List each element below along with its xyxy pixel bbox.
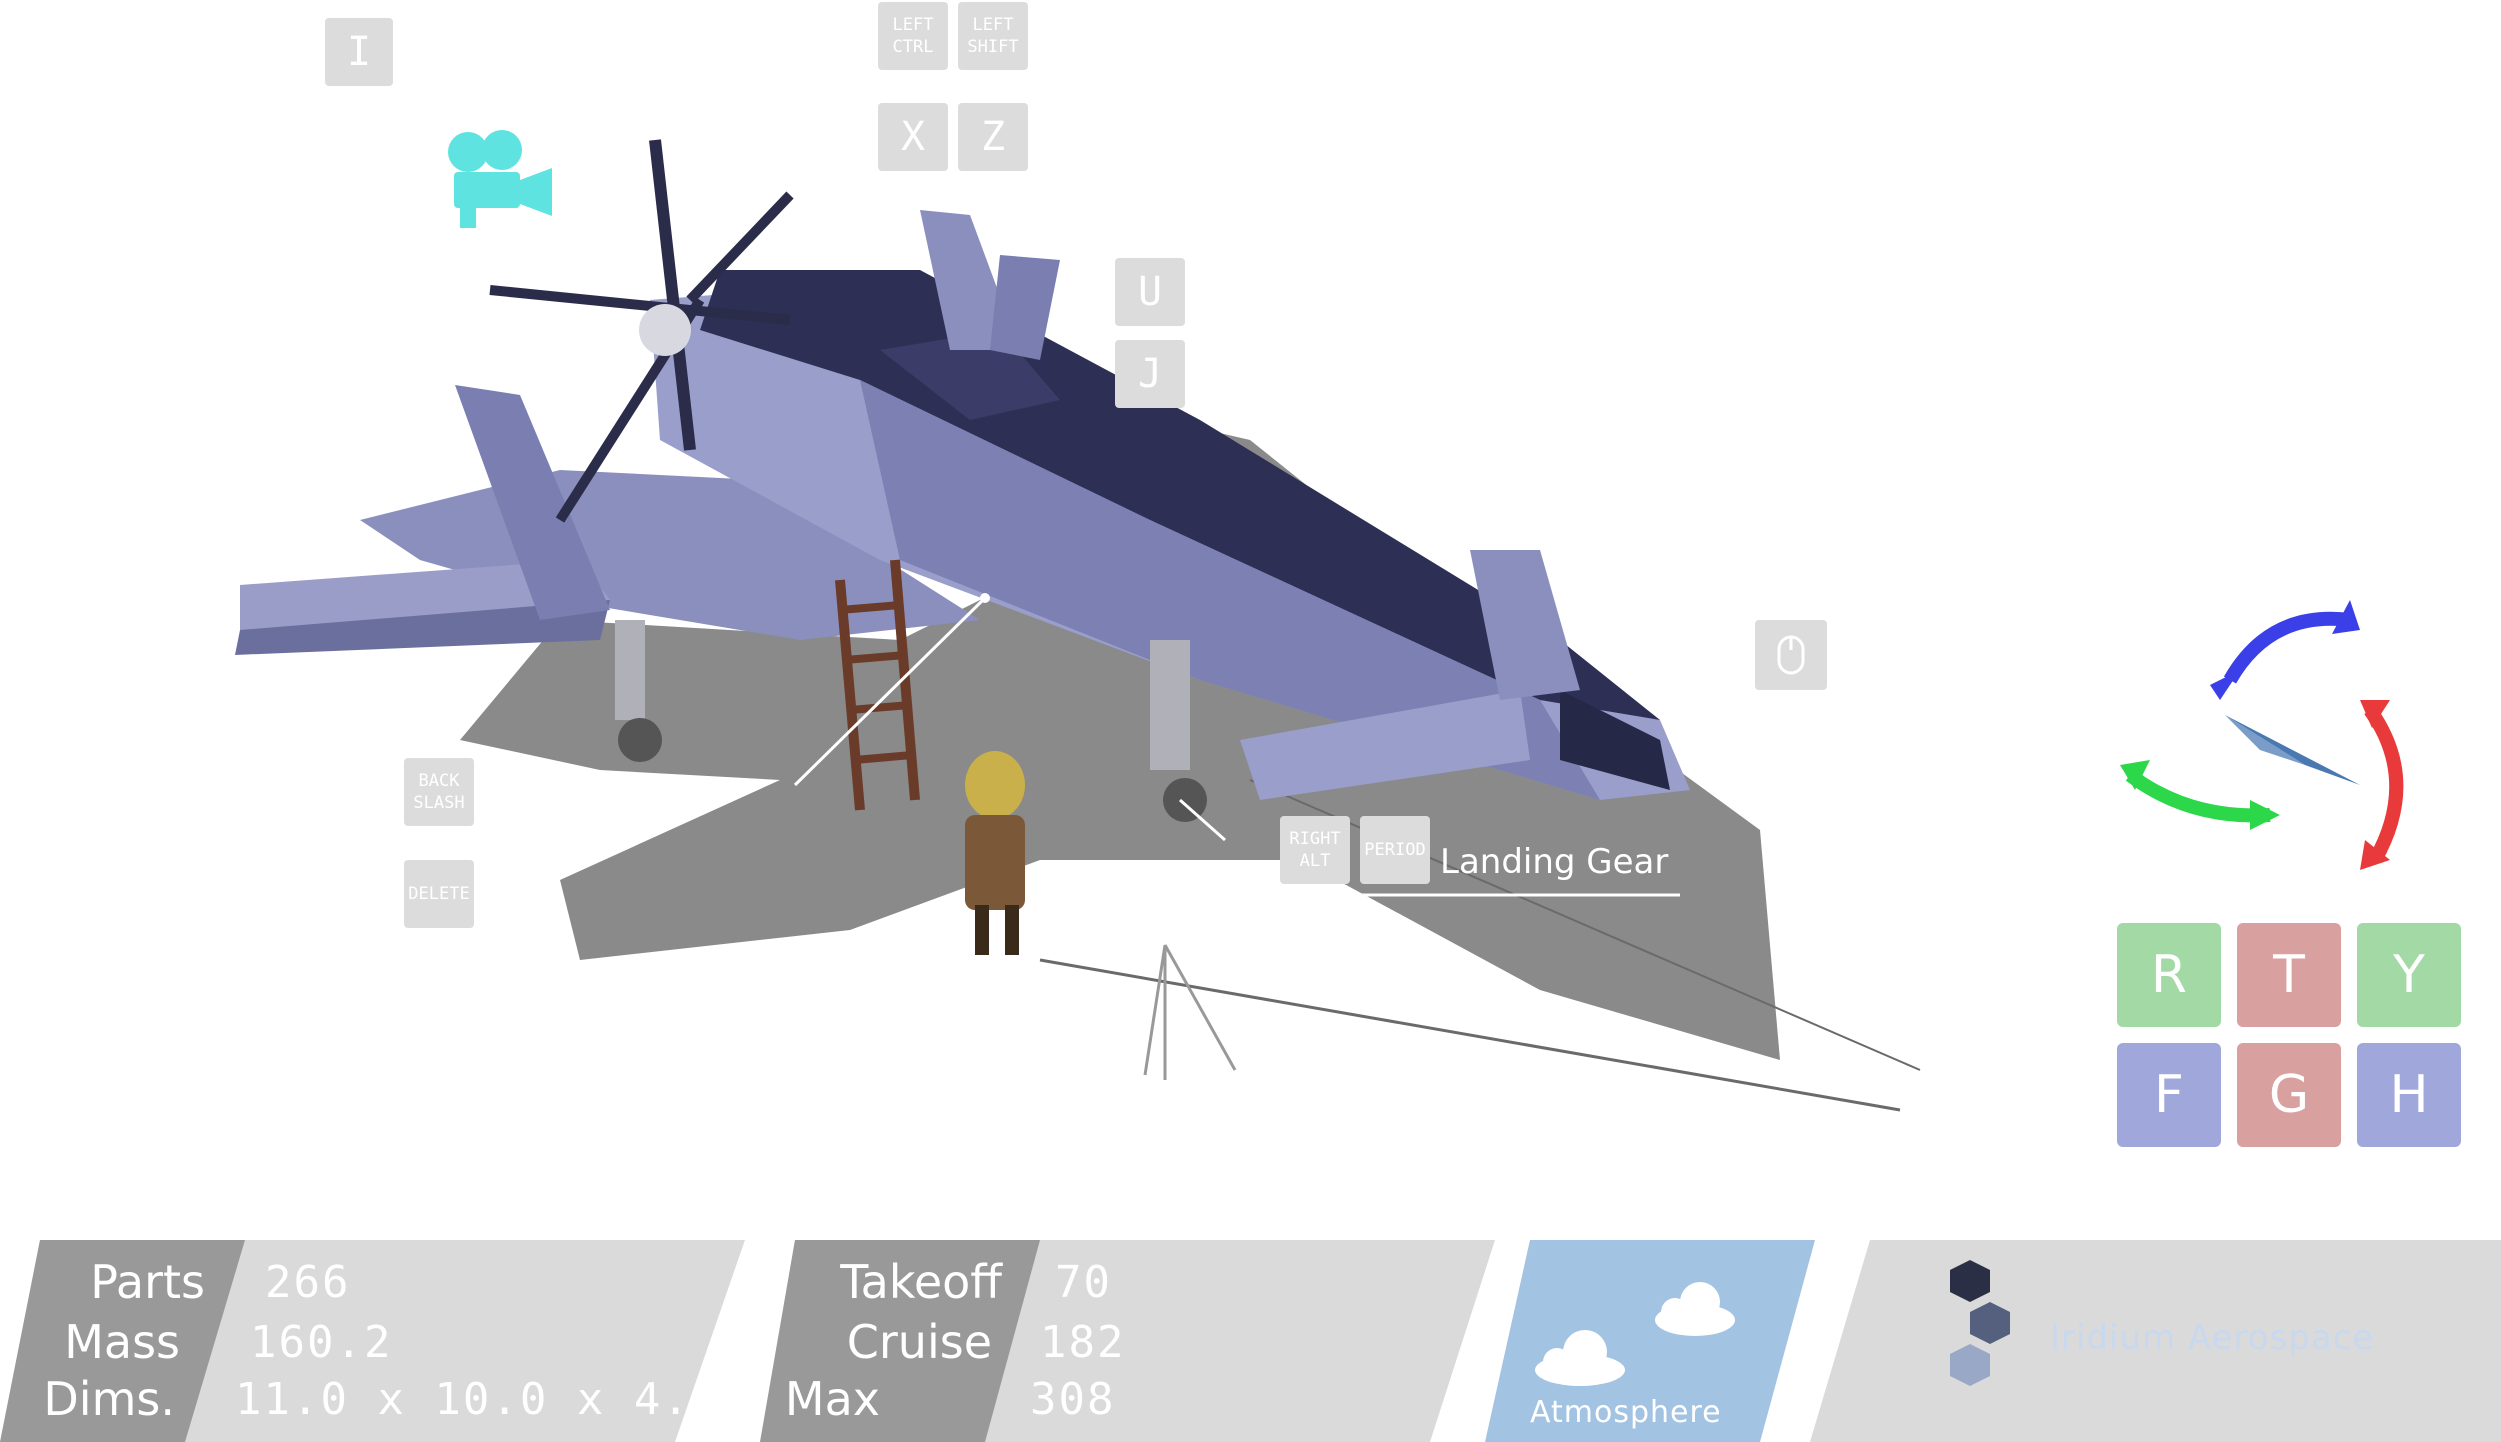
control-button-r[interactable]: R — [2117, 923, 2221, 1027]
control-button-g[interactable]: G — [2237, 1043, 2341, 1147]
max-value: 308 — [1030, 1374, 1116, 1425]
key-hint-left-shift: LEFT SHIFT — [958, 2, 1028, 70]
ground-shadow — [460, 410, 1780, 1060]
mass-value: 160.2 — [250, 1317, 393, 1368]
control-button-t[interactable]: T — [2237, 923, 2341, 1027]
control-button-f[interactable]: F — [2117, 1043, 2221, 1147]
speed-panel-background — [760, 1240, 1495, 1442]
cruise-value: 182 — [1040, 1317, 1126, 1368]
key-hint-left-ctrl: LEFT CTRL — [878, 2, 948, 70]
key-hint-x: X — [878, 103, 948, 171]
max-label: Max — [784, 1372, 880, 1426]
cloud-icon — [1485, 1240, 1815, 1442]
control-button-h[interactable]: H — [2357, 1043, 2461, 1147]
key-hint-z: Z — [958, 103, 1028, 171]
company-logo — [1950, 1260, 2010, 1386]
cruise-label: Cruise — [846, 1315, 992, 1369]
control-button-y[interactable]: Y — [2357, 923, 2461, 1027]
dims-label: Dims. — [43, 1372, 175, 1426]
key-hint-back-slash: BACK SLASH — [404, 758, 474, 826]
key-hint-right-alt: RIGHT ALT — [1280, 816, 1350, 884]
mouse-icon — [1755, 620, 1827, 690]
key-hint-delete: DELETE — [404, 860, 474, 928]
mass-label: Mass — [64, 1315, 180, 1369]
key-hint-i: I — [325, 18, 393, 86]
ignite-label: gnite — [496, 785, 583, 825]
company-name: Iridium Aerospace — [2050, 1318, 2375, 1358]
key-hint-j: J — [1115, 340, 1185, 408]
camera-icon[interactable] — [440, 120, 560, 240]
rotation-arrows-icon[interactable] — [2110, 560, 2430, 880]
landing-gear-label: Landing Gear — [1440, 842, 1669, 882]
parts-label: Parts — [90, 1255, 205, 1309]
stats-panel-background — [0, 1240, 745, 1442]
parts-value: 266 — [265, 1257, 351, 1308]
takeoff-label: Takeoff — [840, 1255, 1002, 1309]
dims-value: 11.0 x 10.0 x 4.0 — [235, 1374, 720, 1425]
key-hint-u: U — [1115, 258, 1185, 326]
environment-label: Atmosphere — [1530, 1395, 1722, 1430]
environment-button[interactable]: Atmosphere — [1485, 1240, 1815, 1442]
key-hint-period: PERIOD — [1360, 816, 1430, 884]
takeoff-value: 70 — [1055, 1257, 1112, 1308]
